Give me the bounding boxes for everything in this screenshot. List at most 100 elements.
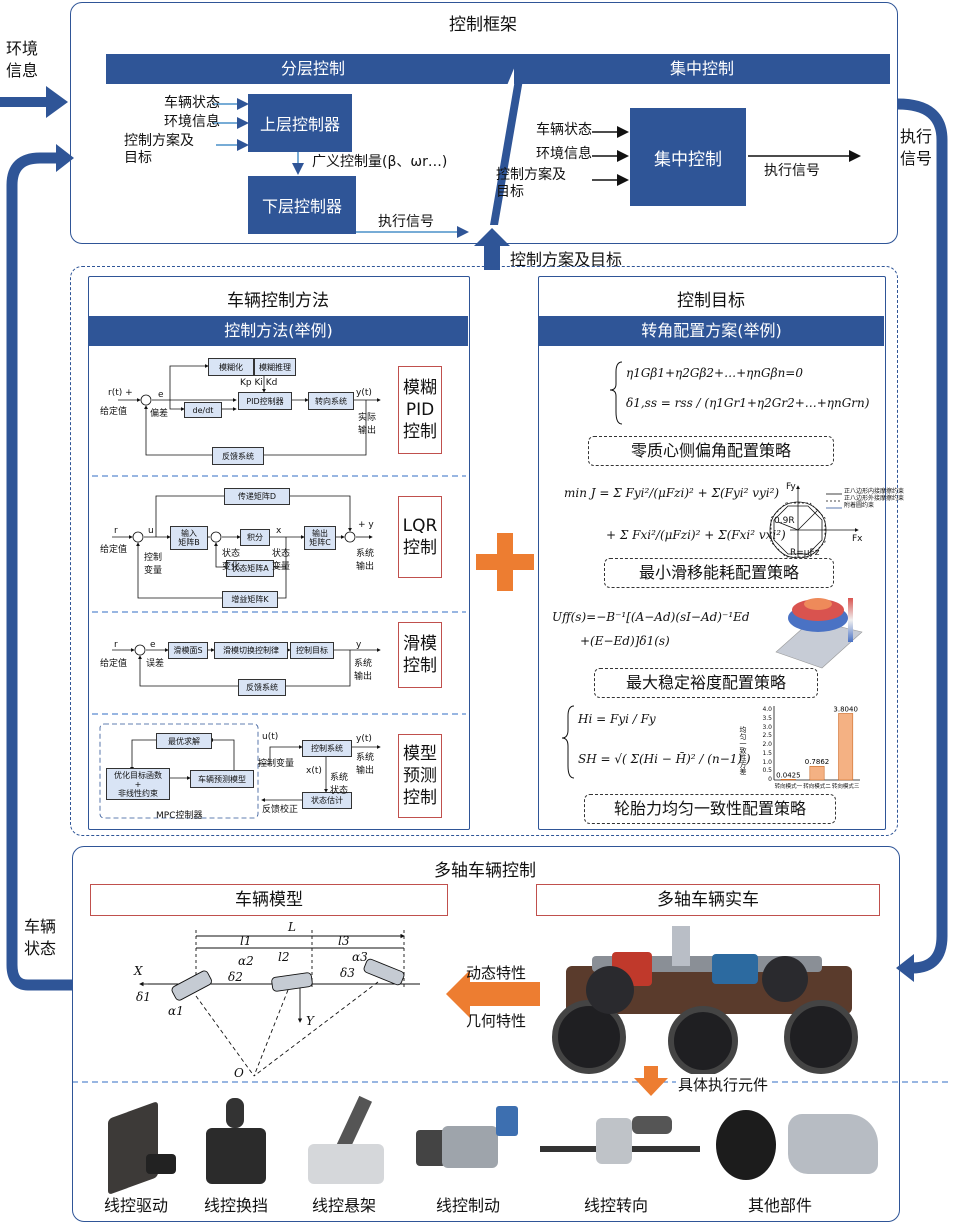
mini-bar (809, 765, 825, 781)
component-shift-label: 线控换挡 (203, 1196, 268, 1215)
strategy-max-stability: 最大稳定裕度配置策略 (594, 668, 818, 698)
mini-bar-category: 转向模式二 (803, 784, 831, 790)
vehicle-state-loop-arrow (6, 144, 74, 991)
mini-bar-category: 转向模式三 (831, 784, 860, 790)
prediction-model-block: 车辆预测模型 (190, 770, 254, 788)
model-label-delta3: δ3 (340, 966, 355, 980)
method-row-separators (72, 475, 950, 1083)
lqr-output-label: 系统 输出 (356, 549, 375, 572)
targets-panel (538, 276, 886, 830)
fuzzy-pid-wiring (118, 364, 381, 456)
component-other-label: 其他部件 (747, 1196, 812, 1215)
optimal-solve-block: 最优求解 (156, 733, 212, 749)
targets-title: 控制目标 (677, 291, 745, 311)
stability-eq-1: Uff(s)=−B⁻¹[(A−Ad)(sI−Ad)⁻¹Ed (552, 610, 750, 624)
layered-inputs: 车辆状态 环境信息 控制方案及 目标 (124, 95, 220, 167)
central-input-env-info: 环境信息 (536, 146, 592, 162)
sliding-y-label: y (356, 640, 362, 650)
lqr-state-var-label: 状态 变量 (272, 549, 291, 572)
mpc-output-label: 系统 输出 (356, 753, 375, 776)
pid-controller-block: PID控制器 (238, 392, 292, 410)
component-suspension-label: 线控悬架 (311, 1196, 376, 1215)
suspension-by-wire-photo (294, 1094, 394, 1190)
model-label-alpha2: α2 (238, 954, 254, 968)
control-target-block: 控制目标 (290, 642, 334, 659)
mini-bar-ytick: 3.0 (762, 723, 772, 731)
fuzzy-reasoning-block: 模糊推理 (254, 358, 296, 376)
mpc-wiring (99, 723, 381, 819)
layered-banner: 分层控制 (106, 54, 520, 84)
steering-system-block: 转向系统 (308, 392, 354, 410)
component-brake-label: 线控制动 (435, 1196, 500, 1215)
friction-legend-3: 附着圆约束 (844, 502, 875, 509)
methods-targets-section (70, 266, 898, 836)
real-vehicle-photo (552, 926, 864, 1080)
mini-bar-ytick: 0 (768, 776, 772, 783)
input-matrix-b-block: 输入 矩阵B (170, 526, 208, 550)
component-steer-label: 线控转向 (583, 1196, 648, 1215)
model-label-L: L (288, 920, 296, 934)
fuzzy-ref-label: r(t) + (108, 388, 133, 398)
friction-r-label: R=μFz (790, 548, 820, 558)
model-label-l1: l1 (240, 934, 252, 948)
sliding-given-label: 给定值 (100, 659, 128, 669)
central-banner: 集中控制 (514, 54, 890, 84)
plus-icon (476, 533, 534, 591)
min-slip-eq-2: + Σ Fxi²/(μFzi)² + Σ(Fxi² vxi²) (606, 528, 786, 542)
sliding-r-label: r (114, 640, 118, 650)
sliding-feedback-block: 反馈系统 (238, 679, 286, 696)
exec-signal-loop-arrow (896, 98, 948, 982)
fuzzy-pid-label: 模糊 PID 控制 (398, 366, 442, 454)
friction-legend-1: 正八边形内接摩擦约束 (844, 488, 905, 495)
model-label-alpha3: α3 (352, 950, 368, 964)
multi-axle-title: 多轴车辆控制 (434, 861, 536, 881)
central-control-box: 集中控制 (630, 108, 746, 206)
plan-target-label: 控制方案及目标 (510, 250, 623, 269)
mini-bar-ytick: 3.5 (762, 714, 772, 722)
lqr-y-label: + y (358, 520, 374, 530)
mini-bar (838, 713, 854, 781)
uniform-eq-2: SH = √( Σ(Hi − H̄)² / (n−1) ) (578, 752, 751, 766)
friction-09r-label: 0.9R (774, 516, 795, 526)
steer-by-wire-photo (540, 1110, 700, 1174)
shift-by-wire-photo (196, 1094, 276, 1190)
feedback-block: 反馈系统 (212, 447, 264, 465)
gain-matrix-k-block: 增益矩阵K (222, 591, 278, 608)
mpc-feedback-label: 反馈校正 (262, 805, 299, 815)
model-label-X: X (134, 964, 143, 978)
plan-target-arrow (474, 228, 510, 270)
mpc-controller-label: MPC控制器 (156, 811, 203, 821)
vehicle-model-sketch (139, 930, 420, 1077)
model-label-alpha1: α1 (168, 1004, 184, 1018)
objective-constraint-block: 优化目标函数 + 非线性约束 (106, 768, 170, 800)
fuzzify-block: 模糊化 (208, 358, 254, 376)
methods-panel (88, 276, 470, 830)
framework-panel (70, 2, 898, 244)
sliding-surface-block: 滑模面S (168, 642, 208, 659)
mini-bar-ytick: 0.5 (762, 767, 772, 775)
lqr-wiring (112, 495, 373, 599)
friction-fy-label: Fy (786, 482, 796, 492)
layered-output-label: 执行信号 (378, 214, 434, 230)
state-matrix-a-block: 状态矩阵A (226, 560, 274, 577)
output-matrix-c-block: 输出 矩阵C (304, 526, 336, 550)
fuzzy-y-label: y(t) (356, 388, 372, 398)
dynamic-characteristic-label: 动态特性 (466, 964, 527, 982)
strategy-zero-sideslip: 零质心侧偏角配置策略 (588, 436, 834, 466)
mini-bar-ytick: 4.0 (762, 706, 772, 713)
derivative-block: de/dt (184, 402, 222, 418)
min-slip-eq-1: min J = Σ Fyi²/(μFzi)² + Σ(Fyi² vyi²) (564, 486, 780, 500)
other-parts-photo (712, 1104, 882, 1184)
zero-sideslip-eq-2: δ1,ss = rss / (η1Gr1+η2Gr2+…+ηnGrn) (626, 396, 870, 410)
friction-fx-label: Fx (852, 534, 863, 544)
central-arrows (592, 126, 861, 186)
strategy-min-slip: 最小滑移能耗配置策略 (604, 558, 834, 588)
targets-banner: 转角配置方案(举例) (539, 316, 884, 346)
lqr-x-label: x (276, 526, 282, 536)
component-drive-label: 线控驱动 (103, 1196, 168, 1215)
mpc-state-label: 系统 状态 (330, 773, 349, 796)
fuzzy-output-label: 实际 输出 (358, 413, 377, 436)
side-exec-signal-label: 执行 信号 (900, 127, 933, 168)
fuzzy-given-label: 给定值 (100, 407, 128, 417)
